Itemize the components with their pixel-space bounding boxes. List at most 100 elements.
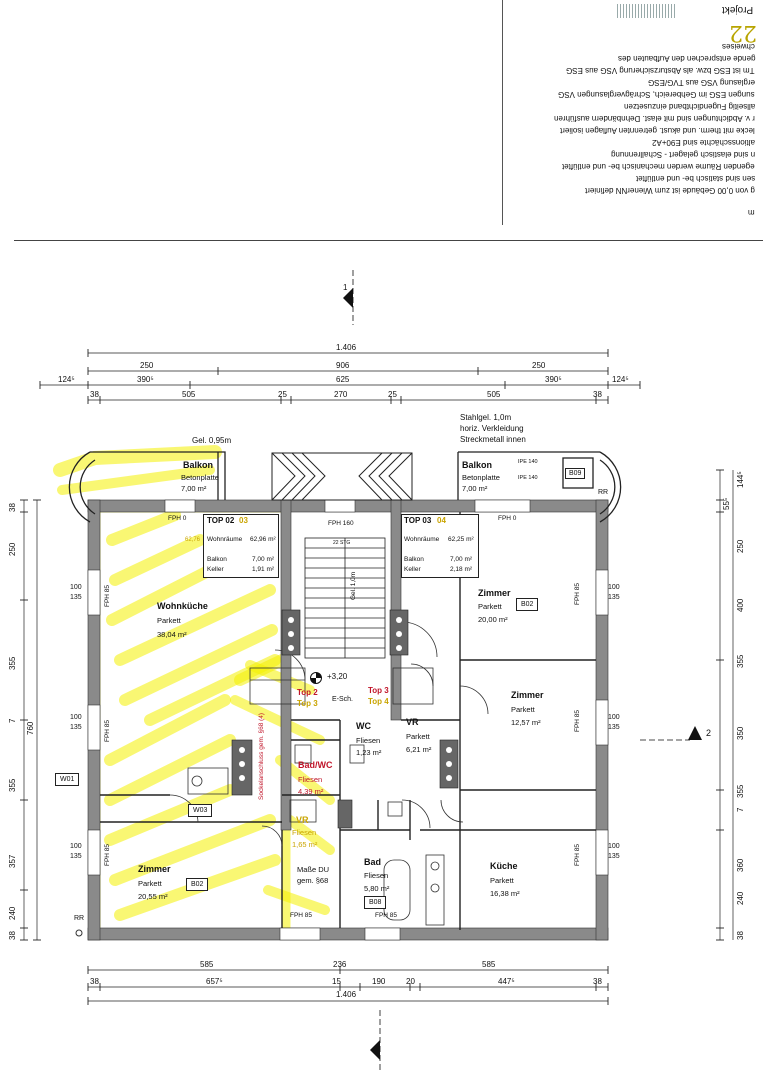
mass-du-label: Maße DU (297, 865, 330, 874)
room-zimmer-tr-sub: Parkett (478, 602, 502, 611)
dim-right: 355 (736, 654, 745, 668)
room-wohnkueche-sub: Parkett (157, 616, 181, 625)
window-height: 135 (608, 853, 620, 860)
top03-wohn: 62,25 m² (448, 536, 474, 543)
dimension-ticks (20, 349, 724, 1005)
rr-label: RR (598, 489, 609, 496)
railing-right-note: horiz. Verkleidung (460, 424, 524, 433)
room-zimmer-bl-title: Zimmer (138, 864, 171, 874)
outdoor-stair (271, 452, 413, 501)
dim-right: 240 (736, 891, 745, 905)
section-label-a: 1 (343, 283, 348, 292)
notes-frame-line (502, 0, 503, 225)
top02-wohn: 62,96 m² (250, 536, 276, 543)
window-width: 100 (70, 843, 82, 850)
dim-top-row2: 250 (140, 361, 154, 370)
room-zimmer-mr-area: 12,57 m² (511, 718, 541, 727)
unit-label-top3: Top 3 (297, 699, 318, 708)
fph-label: FPH 85 (574, 709, 581, 732)
interior-walls (100, 512, 596, 930)
room-zimmer-mr-title: Zimmer (511, 690, 544, 700)
dim-top-row3: 390⁵ (545, 375, 562, 384)
room-bad-wc-title: Bad/WC (298, 760, 333, 770)
header-divider (14, 240, 763, 241)
door-swings (169, 621, 489, 847)
window-width: 100 (608, 843, 620, 850)
room-balkon-left-title: Balkon (183, 460, 214, 470)
section-label-b: 2 (706, 728, 712, 738)
dim-left-total: 760 (26, 721, 35, 735)
window-height: 135 (608, 724, 620, 731)
fph-label: FPH 85 (574, 582, 581, 605)
ipe-label: IPE 140 (518, 475, 538, 481)
unit-label-top3: Top 3 (368, 686, 389, 695)
dim-right: 350 (736, 726, 745, 740)
room-balkon-right-area: 7,00 m² (462, 484, 488, 493)
dim-left: 240 (8, 906, 17, 920)
level-marker: +3,20 (327, 672, 348, 681)
window-width: 100 (608, 714, 620, 721)
dim-bottom-row2: 657⁵ (206, 977, 223, 986)
railing-right-note: Streckmetall innen (460, 435, 526, 444)
room-bad-title: Bad (364, 857, 382, 867)
dim-top-row2: 906 (336, 361, 350, 370)
section-markers (343, 270, 702, 1070)
window-height: 135 (70, 853, 82, 860)
top02-alt: 03 (239, 516, 248, 525)
dim-left: 355 (8, 656, 17, 670)
railing-left-note: Gel. 0,95m (192, 436, 232, 445)
room-balkon-right-sub: Betonplatte (462, 473, 500, 482)
top03-box (401, 514, 479, 578)
dim-top-row4: 505 (182, 390, 196, 399)
top03-balkon-label: Balkon (404, 556, 424, 563)
window-height: 135 (70, 594, 82, 601)
dim-bottom-row2: 447⁵ (498, 977, 515, 986)
fph-label: FPH 0 (498, 515, 517, 522)
dim-bottom-row1: 236 (333, 960, 347, 969)
room-vr-left-area: 1,65 m² (292, 840, 318, 849)
fph-label: FPH 85 (104, 584, 111, 607)
room-zimmer-tr-title: Zimmer (478, 588, 511, 598)
tag-b02: B02 (186, 878, 209, 891)
top03-alt: 04 (437, 516, 446, 525)
fph-label: FPH 85 (574, 843, 581, 866)
dim-left: 38 (8, 931, 17, 940)
window-width: 100 (608, 584, 620, 591)
dim-left: 7 (8, 718, 17, 723)
room-bad-sub: Fliesen (364, 871, 389, 880)
dim-bottom-row2: 15 (332, 977, 341, 986)
top02-box (203, 514, 279, 578)
unit-label-top2: Top 2 (297, 688, 318, 697)
fph-label: FPH 85 (104, 843, 111, 866)
room-vr-area: 6,21 m² (406, 745, 432, 754)
room-zimmer-tr-area: 20,00 m² (478, 615, 508, 624)
gem68-label: gem. §68 (297, 876, 329, 885)
window-height: 135 (608, 594, 620, 601)
sockel-note: Sockelanschluss gem. §68 (4) (258, 712, 265, 800)
balcony-left (68, 451, 226, 523)
dim-right: 360 (736, 858, 745, 872)
top02-keller: 1,91 m² (252, 566, 275, 573)
dim-top-row2: 250 (532, 361, 546, 370)
dim-right: 355 (736, 784, 745, 798)
dim-right: 55⁵ (722, 497, 731, 510)
dim-right: 38 (736, 931, 745, 940)
room-zimmer-mr-sub: Parkett (511, 705, 535, 714)
dim-top-total: 1.406 (336, 343, 357, 352)
level-icon (310, 672, 322, 684)
dim-right: 144⁵ (736, 471, 745, 488)
window-width: 100 (70, 714, 82, 721)
room-balkon-right-title: Balkon (462, 460, 493, 470)
dim-left: 250 (8, 542, 17, 556)
dim-right: 7 (736, 807, 745, 812)
fph-label: FPH 85 (290, 912, 313, 919)
fph-label: FPH 0 (168, 515, 187, 522)
dim-bottom-row2: 20 (406, 977, 415, 986)
dim-top-row4: 505 (487, 390, 501, 399)
dim-bottom-row2: 38 (593, 977, 602, 986)
room-bad-wc-sub: Fliesen (298, 775, 323, 784)
unit-label-top4: Top 4 (368, 697, 389, 706)
top02-wohn-label: Wohnräume (207, 536, 243, 543)
room-vr-title: VR (406, 717, 419, 727)
stamp-box (617, 4, 677, 18)
